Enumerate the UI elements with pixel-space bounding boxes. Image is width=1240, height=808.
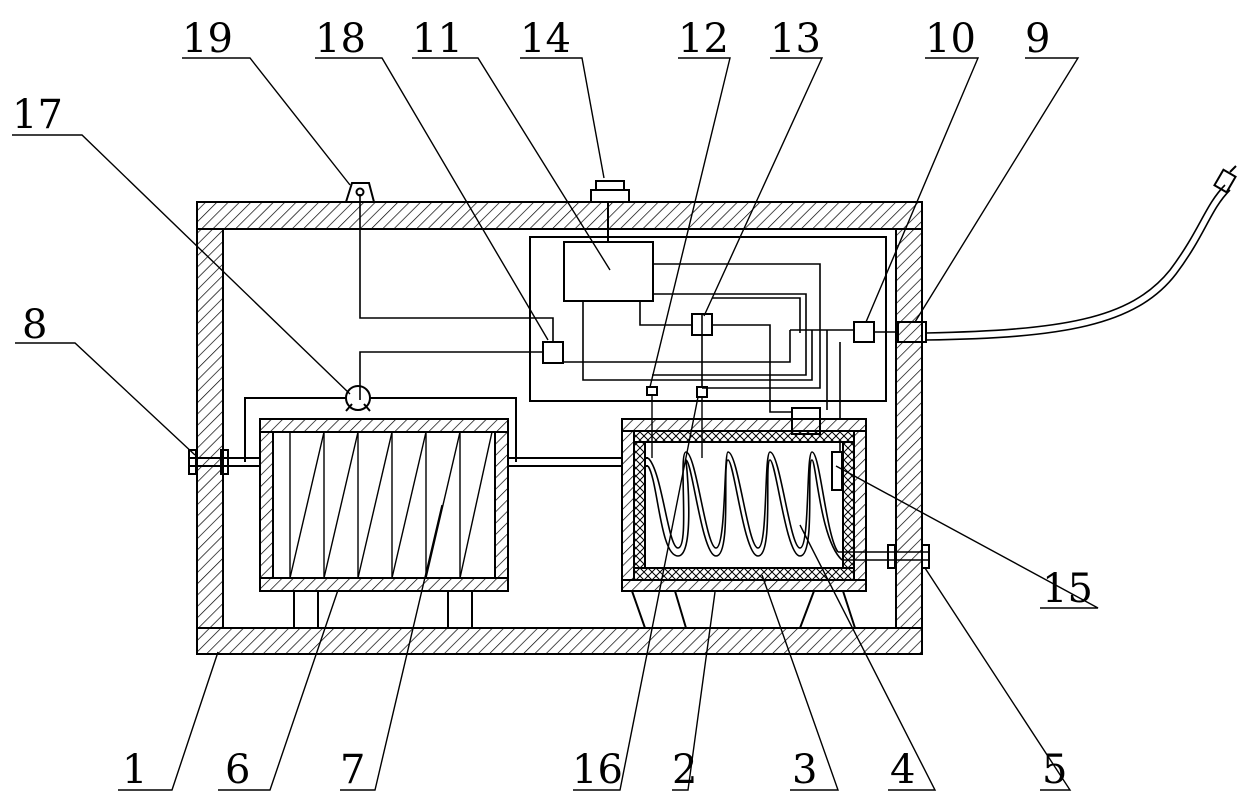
label-2: 2 [672, 747, 697, 793]
label-14: 14 [520, 16, 571, 62]
temp-sensor-12 [647, 387, 657, 395]
heating-coil-4 [648, 452, 930, 560]
label-19: 19 [182, 16, 233, 62]
power-plug-9 [898, 166, 1236, 342]
relay-10 [854, 322, 874, 342]
label-6: 6 [225, 747, 250, 793]
label-17: 17 [12, 92, 63, 138]
heater-element-15 [832, 452, 842, 490]
label-12: 12 [678, 16, 729, 62]
label-13: 13 [770, 16, 821, 62]
label-4: 4 [890, 747, 915, 793]
label-9: 9 [1025, 16, 1050, 62]
label-5: 5 [1042, 747, 1067, 793]
label-11: 11 [412, 16, 463, 62]
label-10: 10 [925, 16, 976, 62]
controller-module [564, 242, 653, 301]
label-15: 15 [1042, 566, 1093, 612]
leader-lines [12, 58, 1098, 790]
control-wiring [360, 194, 898, 452]
label-3: 3 [792, 747, 817, 793]
label-16: 16 [572, 747, 623, 793]
label-1: 1 [122, 747, 147, 793]
label-8: 8 [22, 302, 47, 348]
fin-coil-7 [290, 432, 492, 578]
part-labels: 19 18 11 14 12 13 10 9 17 8 15 1 6 7 16 … [12, 16, 1093, 793]
label-7: 7 [340, 747, 365, 793]
relay-18 [543, 342, 563, 363]
label-18: 18 [315, 16, 366, 62]
heat-exchanger-tank [260, 419, 508, 628]
